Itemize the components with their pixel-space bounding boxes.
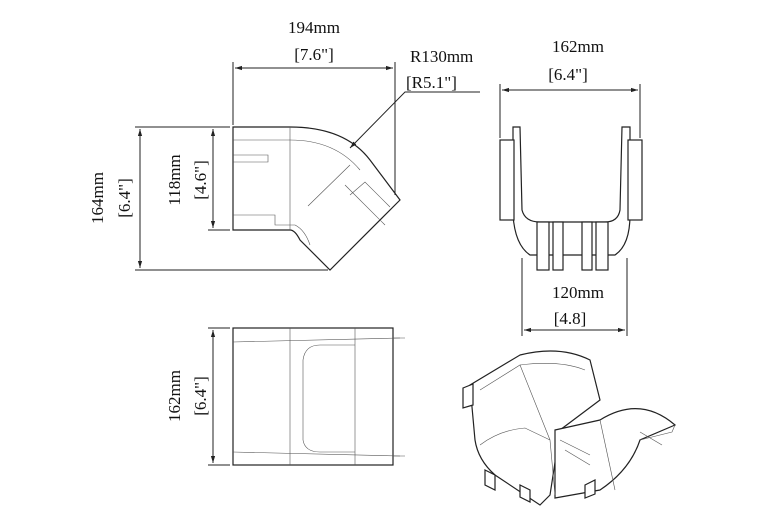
top-view: 194mm [7.6"] R130mm [R5.1"] 164mm [6.4"]…	[88, 18, 480, 271]
side-view: 162mm [6.4"]	[165, 327, 405, 466]
top-width-in: [7.6"]	[294, 45, 334, 64]
end-view: 162mm [6.4"] 120mm [4.8]	[499, 37, 643, 336]
end-width-in: [6.4"]	[548, 65, 588, 84]
radius-in: [R5.1"]	[406, 73, 457, 92]
top-width-mm: 194mm	[288, 18, 340, 37]
side-height-mm: 162mm	[165, 370, 184, 422]
side-height-in: [6.4"]	[191, 376, 210, 416]
inner-height-mm: 118mm	[165, 154, 184, 205]
radius-mm: R130mm	[410, 47, 473, 66]
outer-height-in: [6.4"]	[115, 178, 134, 218]
end-width-mm: 162mm	[552, 37, 604, 56]
end-base-in: [4.8]	[554, 309, 587, 328]
isometric-view	[462, 350, 677, 506]
inner-height-in: [4.6"]	[191, 160, 210, 200]
end-base-mm: 120mm	[552, 283, 604, 302]
outer-height-mm: 164mm	[88, 172, 107, 224]
